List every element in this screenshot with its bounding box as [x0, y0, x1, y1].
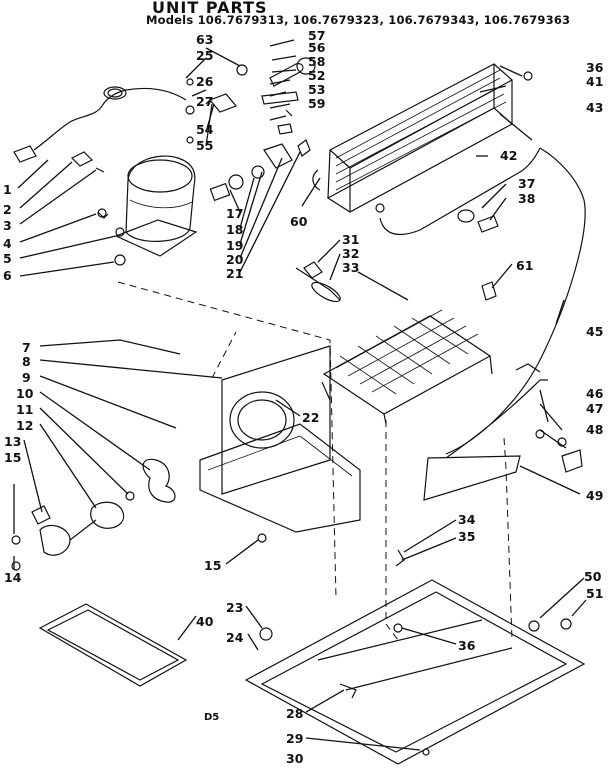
callout-53: 53	[308, 82, 325, 97]
callout-8: 8	[22, 354, 31, 369]
callout-38: 38	[518, 191, 535, 206]
callout-61: 61	[516, 258, 533, 273]
callout-3: 3	[3, 218, 12, 233]
callout-labels: 1 2 3 4 5 6 7 8 9 10 11 12 13 14 15 15 1…	[3, 28, 604, 766]
callout-13: 13	[4, 434, 21, 449]
base-frame	[244, 455, 586, 765]
callout-51: 51	[586, 586, 603, 601]
callout-27: 27	[196, 94, 213, 109]
callout-63: 63	[196, 32, 213, 47]
callout-36-top: 36	[586, 60, 604, 75]
callout-50: 50	[584, 569, 602, 584]
callout-41: 41	[586, 74, 603, 89]
callout-28: 28	[286, 706, 303, 721]
callout-47: 47	[586, 401, 603, 416]
callout-40: 40	[196, 614, 214, 629]
callout-55: 55	[196, 138, 213, 153]
callout-37: 37	[518, 176, 535, 191]
callout-60: 60	[290, 214, 308, 229]
callout-17: 17	[226, 206, 243, 221]
callout-46: 46	[586, 386, 604, 401]
callout-5: 5	[3, 251, 12, 266]
callout-12: 12	[16, 418, 33, 433]
callout-35: 35	[458, 529, 475, 544]
callout-59: 59	[308, 96, 325, 111]
callout-18: 18	[226, 222, 243, 237]
drain-pan	[38, 603, 188, 687]
callout-33: 33	[342, 260, 359, 275]
callout-23: 23	[226, 600, 243, 615]
callout-42: 42	[500, 148, 517, 163]
callout-31: 31	[342, 232, 359, 247]
callout-11: 11	[16, 402, 33, 417]
callout-48: 48	[586, 422, 603, 437]
callout-20: 20	[226, 252, 244, 267]
callout-1: 1	[3, 182, 12, 197]
drier-and-tubing	[379, 147, 586, 459]
condenser-coil	[312, 63, 514, 213]
callout-7: 7	[22, 340, 31, 355]
callout-29: 29	[286, 731, 303, 746]
dashed-guides	[117, 281, 513, 641]
evaporator	[295, 261, 493, 425]
relay-and-screws	[70, 151, 109, 219]
callout-26: 26	[196, 74, 214, 89]
callout-32: 32	[342, 246, 359, 261]
callout-56: 56	[308, 40, 326, 55]
callout-24: 24	[226, 630, 244, 645]
diagram-title: UNIT PARTS	[152, 0, 268, 17]
callout-14: 14	[4, 570, 22, 585]
leader-lines	[13, 39, 587, 751]
callout-54: 54	[196, 122, 214, 137]
fan-shroud-and-motor	[31, 345, 361, 556]
callout-15-center: 15	[204, 558, 221, 573]
callout-6: 6	[3, 268, 12, 283]
callout-21: 21	[226, 266, 243, 281]
callout-22: 22	[302, 410, 319, 425]
callout-2: 2	[3, 202, 12, 217]
callout-36-bottom: 36	[458, 638, 476, 653]
callout-19: 19	[226, 238, 243, 253]
callout-34: 34	[458, 512, 476, 527]
power-cord	[13, 86, 187, 163]
footer-code: D5	[204, 712, 219, 723]
callout-45: 45	[586, 324, 603, 339]
callout-43: 43	[586, 100, 603, 115]
compressor	[114, 155, 198, 266]
callout-4: 4	[3, 236, 12, 251]
callout-58: 58	[308, 54, 325, 69]
callout-30: 30	[286, 751, 304, 766]
callout-49: 49	[586, 488, 603, 503]
compressor-fittings	[185, 57, 316, 202]
callout-15-left: 15	[4, 450, 21, 465]
callout-9: 9	[22, 370, 31, 385]
models-line: Models 106.7679313, 106.7679323, 106.767…	[146, 13, 571, 27]
callout-10: 10	[16, 386, 34, 401]
callout-25: 25	[196, 48, 213, 63]
callout-52: 52	[308, 68, 325, 83]
callout-57: 57	[308, 28, 325, 43]
